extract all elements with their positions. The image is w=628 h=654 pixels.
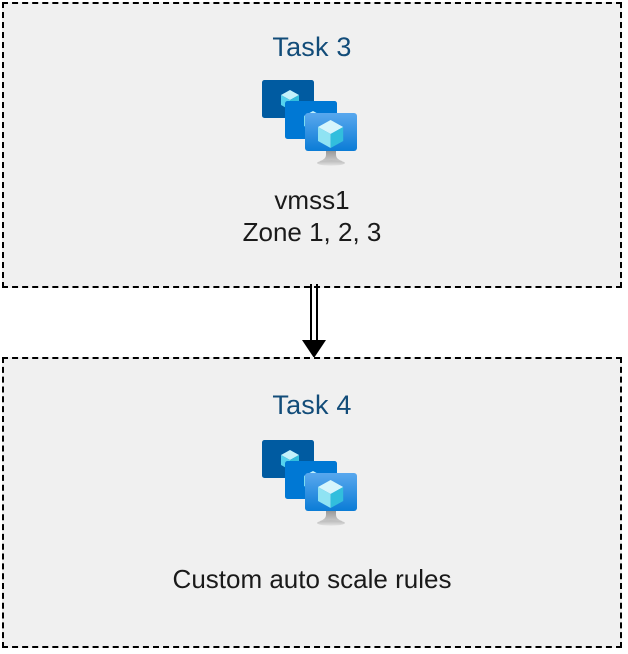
task-box-task4[interactable]: Task 4 xyxy=(2,357,622,648)
connector-arrow-task3-to-task4 xyxy=(302,284,326,358)
task-title-task4: Task 4 xyxy=(272,390,352,420)
caption-line: vmss1 xyxy=(274,185,350,215)
vm-scale-set-icon xyxy=(262,80,357,166)
task-box-task3[interactable]: Task 3 xyxy=(2,2,622,288)
vm-scale-set-icon xyxy=(262,440,357,526)
caption-line: Custom auto scale rules xyxy=(172,564,452,594)
task-caption-task3: vmss1 Zone 1, 2, 3 xyxy=(243,184,382,248)
task-caption-task4: Custom auto scale rules xyxy=(173,563,452,595)
task-title-task3: Task 3 xyxy=(272,32,352,62)
caption-line: Zone 1, 2, 3 xyxy=(242,217,382,247)
